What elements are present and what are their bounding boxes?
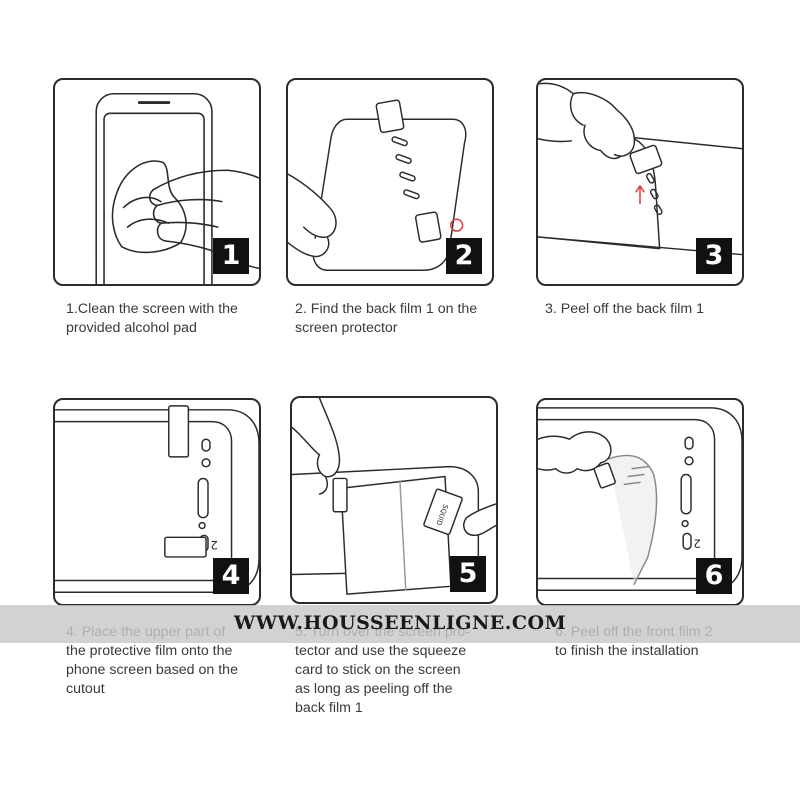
squeeze-card (423, 488, 463, 536)
step-3-panel: 3 (536, 78, 744, 286)
watermark-text: WWW.HOUSSEENLIGNE.COM (233, 612, 567, 634)
step-number-badge: 2 (446, 238, 482, 274)
peel-arrow (635, 185, 645, 205)
step-1-illustration (95, 92, 259, 284)
highlight-marker (450, 218, 464, 232)
film-tab-1 (414, 211, 442, 243)
step-2-caption: 2. Find the back film 1 on the screen pr… (295, 301, 478, 336)
film-tab (332, 477, 348, 513)
hand (152, 169, 259, 270)
step-number-badge: 4 (213, 558, 249, 594)
step-1-caption: 1.Clean the screen with the provided alc… (66, 301, 238, 336)
phone-edge (292, 465, 480, 576)
step-1-panel: 1 (53, 78, 261, 286)
screen-protector (312, 118, 467, 272)
film-tab-top (375, 99, 405, 134)
step-2-illustration (288, 99, 467, 272)
film-tab (629, 144, 663, 175)
step-number-badge: 5 (450, 556, 486, 592)
step-3-caption: 3. Peel off the back film 1 (545, 301, 705, 317)
step-6-illustration: 2 (538, 407, 742, 592)
film-tab-2-label: 2 (210, 538, 217, 552)
hand (288, 173, 337, 258)
step-4-panel: 2 4 (53, 398, 261, 606)
phone-screen (103, 112, 205, 284)
hand (538, 431, 612, 474)
film-tab-2 (593, 462, 616, 489)
step-2-panel: 2 (286, 78, 494, 286)
hand-left (292, 398, 341, 495)
hand (538, 82, 636, 160)
step-5-panel: SQUID 5 (290, 396, 498, 604)
protector-fold (399, 479, 407, 591)
film-tab-2-label: 2 (693, 536, 700, 550)
hand-right (463, 503, 496, 537)
step-number-badge: 6 (696, 558, 732, 594)
step-number-badge: 1 (213, 238, 249, 274)
cloth (111, 160, 187, 254)
film-tab-2 (164, 536, 207, 558)
film-tab-top (168, 405, 190, 458)
phone-body (95, 92, 213, 284)
front-film-peeling (607, 454, 658, 586)
step-number-badge: 3 (696, 238, 732, 274)
step-6-panel: 2 6 (536, 398, 744, 606)
step-5-illustration: SQUID (292, 398, 496, 595)
watermark-banner (0, 605, 800, 643)
